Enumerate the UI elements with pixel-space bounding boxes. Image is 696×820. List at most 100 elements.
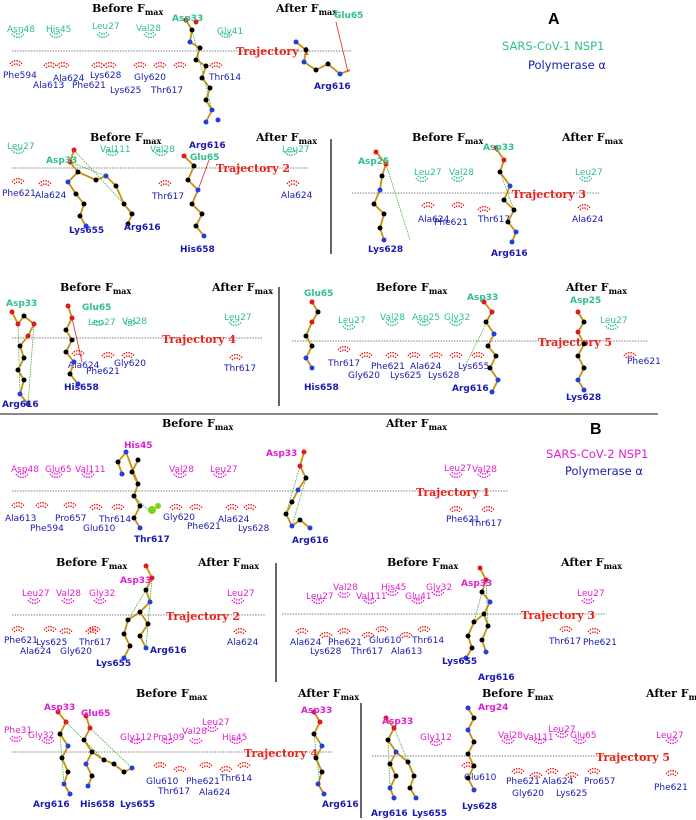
svg-text:Val28: Val28 <box>169 465 194 475</box>
svg-text:Gly112: Gly112 <box>420 733 452 743</box>
svg-text:Lys628: Lys628 <box>428 371 460 381</box>
ligand-asp25-lys628-a5: Asp25 Lys628 <box>566 296 601 403</box>
svg-text:Arg616: Arg616 <box>478 673 515 683</box>
svg-text:Ala624: Ala624 <box>68 361 100 371</box>
svg-text:Val111: Val111 <box>523 733 554 743</box>
svg-text:Glu65: Glu65 <box>570 731 597 741</box>
svg-text:Ala624: Ala624 <box>290 638 322 648</box>
svg-text:Ala624: Ala624 <box>227 638 259 648</box>
header-before-a4: Before Fmax <box>60 281 131 296</box>
svg-text:Leu27: Leu27 <box>22 589 50 599</box>
svg-text:Gly620: Gly620 <box>348 371 380 381</box>
svg-text:Lys625: Lys625 <box>110 86 141 96</box>
ligand-asp33-arg616-a1: Asp33 Arg616 <box>172 14 226 151</box>
svg-text:Leu27: Leu27 <box>444 464 472 474</box>
ligand-asp33-arg616-lys655-b5: Asp33 Arg616 Lys655 <box>371 715 447 819</box>
trajectory-label-b2: Trajectory 2 <box>166 610 240 623</box>
svg-text:Phe621: Phe621 <box>446 515 480 525</box>
svg-text:Leu27: Leu27 <box>210 465 238 475</box>
svg-text:Arg616: Arg616 <box>452 384 489 394</box>
ligand-asp33-lys655-arg616-b3: Asp33 Lys655 Arg616 <box>442 565 515 683</box>
svg-text:Val111: Val111 <box>356 592 387 602</box>
svg-text:Arg616: Arg616 <box>189 141 226 151</box>
svg-text:Lys655: Lys655 <box>412 809 447 819</box>
svg-text:His45: His45 <box>381 583 406 593</box>
svg-text:Before Fmax: Before Fmax <box>60 281 131 296</box>
pol-contacts-b5: Glu610 Phe621 Gly620 Ala624 Lys625 Pro65… <box>461 761 688 799</box>
header-before-a1: Before Fmax <box>92 2 163 17</box>
svg-text:Asp33: Asp33 <box>44 703 75 713</box>
svg-text:Ala613: Ala613 <box>5 514 36 524</box>
nsp1-contacts-a2: Leu27 Val111 Val28 Leu27 <box>7 142 310 157</box>
header-before-b1: Before Fmax <box>162 417 233 432</box>
svg-text:Lys655: Lys655 <box>442 657 477 667</box>
svg-text:Phe621: Phe621 <box>328 638 362 648</box>
svg-text:His45: His45 <box>222 733 247 743</box>
svg-text:Glu65: Glu65 <box>334 11 363 21</box>
header-before-b3: Before Fmax <box>387 556 458 571</box>
header-after-a4: After Fmax <box>211 281 273 296</box>
svg-text:Phe621: Phe621 <box>654 783 688 793</box>
svg-text:Pro109: Pro109 <box>153 733 185 743</box>
svg-text:Phe621: Phe621 <box>434 218 468 228</box>
header-after-b4: After Fmax <box>297 687 359 702</box>
svg-text:Before Fmax: Before Fmax <box>376 281 447 296</box>
svg-text:Val28: Val28 <box>56 589 81 599</box>
header-after-b1: After Fmax <box>385 417 447 432</box>
svg-text:Leu27: Leu27 <box>575 168 603 178</box>
svg-text:Val28: Val28 <box>150 145 175 155</box>
pol-contacts-b2: Phe621 Lys625 Ala624 Gly620 Thr617 Ala62… <box>4 625 259 657</box>
svg-text:Lys628: Lys628 <box>462 802 497 812</box>
svg-text:Leu27: Leu27 <box>414 168 442 178</box>
svg-text:Lys655: Lys655 <box>69 226 104 236</box>
svg-text:Arg616: Arg616 <box>314 82 351 92</box>
panel-label-b: B <box>590 421 602 438</box>
legend-sars2-nsp1: SARS-CoV-2 NSP1 <box>546 447 648 461</box>
svg-text:Phe594: Phe594 <box>30 524 64 534</box>
ligand-glu65-his658-a4: Glu65 His658 <box>63 303 111 393</box>
svg-text:Before Fmax: Before Fmax <box>387 556 458 571</box>
svg-text:Gly620: Gly620 <box>114 359 146 369</box>
svg-text:Before Fmax: Before Fmax <box>136 687 207 702</box>
svg-text:Arg616: Arg616 <box>2 400 39 410</box>
header-after-b5: After Fmax <box>645 687 696 702</box>
pol-contacts-b4: Glu610 Thr617 Phe621 Ala624 Thr614 <box>146 761 252 798</box>
svg-text:Thr617: Thr617 <box>223 364 256 374</box>
nsp1-contacts-b5: Gly112 Val28 Val111 Leu27 Glu65 Leu27 <box>420 725 684 747</box>
svg-text:Thr614: Thr614 <box>219 774 252 784</box>
trajectory-label-a4: Trajectory 4 <box>162 333 236 346</box>
svg-text:Leu27: Leu27 <box>282 145 310 155</box>
svg-text:His658: His658 <box>304 383 339 393</box>
ligand-glu65-his658-lys655-b4: Glu65 His658 Lys655 <box>65 709 155 810</box>
svg-text:Lys628: Lys628 <box>90 71 122 81</box>
svg-text:Lys628: Lys628 <box>566 393 601 403</box>
ligand-asp33-arg616-a5: Asp33 Arg616 <box>452 293 501 395</box>
svg-text:After Fmax: After Fmax <box>211 281 273 296</box>
svg-text:Val28: Val28 <box>380 313 405 323</box>
svg-text:Ala624: Ala624 <box>410 362 442 372</box>
svg-text:Asn48: Asn48 <box>7 25 35 35</box>
svg-text:After Fmax: After Fmax <box>275 2 337 17</box>
svg-text:Gly32: Gly32 <box>28 731 54 741</box>
header-after-b2: After Fmax <box>197 556 259 571</box>
svg-text:Phe621: Phe621 <box>186 777 220 787</box>
svg-text:Val28: Val28 <box>122 317 147 327</box>
trajectory-label-b1: Trajectory 1 <box>416 486 490 499</box>
trajectory-label-b5: Trajectory 5 <box>596 751 670 764</box>
svg-text:Ala624: Ala624 <box>53 74 85 84</box>
nsp1-contacts-b4: Phe31 Gly32 Gly112 Pro109 Val28 Leu27 Hi… <box>4 718 247 745</box>
svg-text:Before Fmax: Before Fmax <box>92 2 163 17</box>
svg-text:Thr617: Thr617 <box>350 647 383 657</box>
nsp1-contacts-a3: Leu27 Val28 Leu27 <box>414 168 603 183</box>
svg-text:Asp33: Asp33 <box>461 579 492 589</box>
header-before-a5: Before Fmax <box>376 281 447 296</box>
svg-text:Asp33: Asp33 <box>382 717 413 727</box>
svg-text:Ala624: Ala624 <box>542 777 574 787</box>
svg-text:Val111: Val111 <box>75 465 106 475</box>
svg-text:Arg616: Arg616 <box>124 223 161 233</box>
svg-text:Thr617: Thr617 <box>469 519 502 529</box>
svg-text:Leu27: Leu27 <box>88 318 116 328</box>
svg-text:Leu27: Leu27 <box>656 731 684 741</box>
svg-text:Ala624: Ala624 <box>35 191 67 201</box>
svg-text:Leu27: Leu27 <box>577 589 605 599</box>
